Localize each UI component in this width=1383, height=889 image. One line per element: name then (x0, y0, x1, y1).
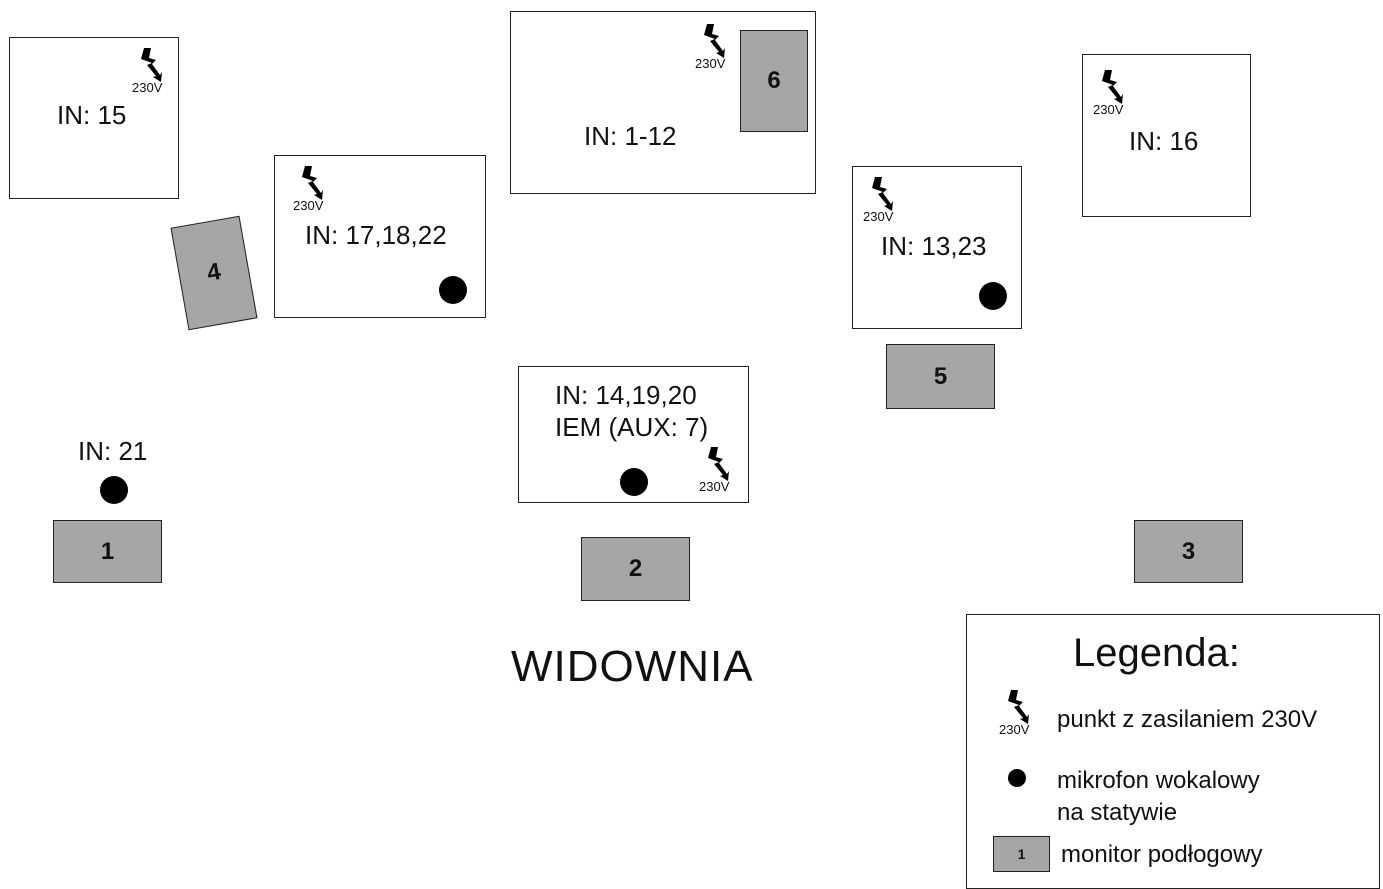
station-label: IN: 14,19,20 (555, 380, 697, 410)
lightning-bolt-icon (302, 166, 323, 200)
legend-monitor-sample: 1 (993, 836, 1050, 872)
monitor-5: 5 (886, 344, 995, 409)
station-label: IN: 1-12 (584, 121, 677, 151)
legend-mic-text-line2: na statywie (1057, 799, 1178, 826)
audience-label: WIDOWNIA (511, 642, 754, 691)
station-in-13-23: 230V IN: 13,23 (852, 166, 1022, 329)
power-label: 230V (999, 722, 1030, 737)
lightning-bolt-icon (1008, 690, 1029, 724)
power-label: 230V (132, 80, 163, 95)
legend-power-text: punkt z zasilaniem 230V (1057, 706, 1318, 733)
station-label-in-21: IN: 21 (78, 436, 148, 466)
power-label: 230V (695, 56, 726, 71)
power-label: 230V (293, 198, 324, 213)
monitor-4: 4 (170, 215, 258, 331)
iem-label: IEM (AUX: 7) (555, 412, 709, 442)
legend-monitor-text: monitor podłogowy (1061, 841, 1263, 868)
legend-title: Legenda: (1073, 631, 1240, 675)
station-in-17-18-22: 230V IN: 17,18,22 (274, 155, 486, 318)
legend-box: Legenda: 230V punkt z zasilaniem 230V mi… (966, 614, 1380, 889)
monitor-3: 3 (1134, 520, 1243, 583)
legend-mic-text-line1: mikrofon wokalowy (1057, 767, 1260, 794)
legend-power-icon: 230V (999, 690, 1043, 738)
station-in-15: 230V IN: 15 (9, 37, 179, 199)
microphone-dot-icon (620, 468, 648, 496)
power-point: 230V (1093, 70, 1137, 118)
station-label: IN: 15 (57, 100, 127, 130)
microphone-dot-icon (979, 282, 1007, 310)
lightning-bolt-icon (872, 177, 893, 211)
power-point: 230V (695, 24, 739, 72)
microphone-dot-icon (100, 476, 128, 504)
station-label: IN: 13,23 (881, 231, 987, 261)
power-label: 230V (699, 479, 730, 494)
power-point: 230V (293, 166, 337, 214)
power-point: 230V (132, 48, 176, 96)
station-label: IN: 17,18,22 (305, 220, 447, 250)
power-point: 230V (863, 177, 907, 225)
station-label: IN: 16 (1129, 126, 1199, 156)
station-in-16: 230V IN: 16 (1082, 54, 1251, 217)
monitor-1: 1 (53, 520, 162, 583)
microphone-dot-icon (439, 276, 467, 304)
power-point: 230V (699, 447, 743, 495)
power-label: 230V (863, 209, 894, 224)
monitor-2: 2 (581, 537, 690, 601)
monitor-6: 6 (740, 30, 808, 132)
microphone-dot-icon (1008, 769, 1026, 787)
lightning-bolt-icon (141, 48, 162, 82)
lightning-bolt-icon (708, 447, 729, 481)
station-in-14-19-20: IN: 14,19,20 IEM (AUX: 7) 230V (518, 366, 749, 503)
lightning-bolt-icon (704, 24, 725, 58)
lightning-bolt-icon (1102, 70, 1123, 104)
power-label: 230V (1093, 102, 1124, 117)
